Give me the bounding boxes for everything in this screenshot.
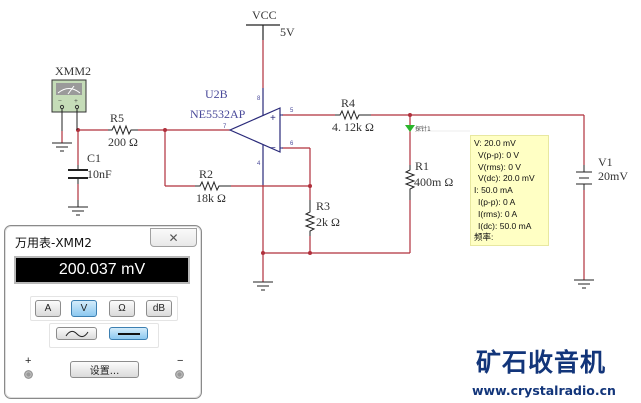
ac-wave-icon	[65, 330, 88, 337]
settings-button[interactable]: 设置...	[70, 361, 139, 378]
dc-button[interactable]	[109, 327, 148, 340]
probe-label: 探针1	[415, 125, 431, 133]
r3-value: 2k Ω	[316, 215, 340, 229]
pin-8: 8	[257, 96, 261, 102]
ground-icon	[52, 142, 72, 152]
reading-display: 200.037 mV	[14, 256, 190, 284]
positive-terminal[interactable]	[24, 370, 33, 379]
v1-value: 20mV	[598, 169, 628, 183]
negative-terminal[interactable]	[175, 370, 184, 379]
close-icon: ✕	[168, 230, 179, 245]
vcc-symbol[interactable]: VCC 5V	[246, 8, 295, 40]
r2-value: 18k Ω	[196, 191, 226, 205]
junctions	[76, 113, 412, 255]
opamp-u2b[interactable]: + − U2B NE5532AP 8 7 5 6 4	[190, 87, 294, 185]
r4-ref: R4	[341, 96, 355, 110]
r5-value: 200 Ω	[108, 135, 138, 149]
ground-icons	[52, 142, 594, 291]
svg-text:+: +	[270, 113, 276, 124]
probe-line: I(dc): 50.0 mA	[478, 220, 532, 231]
resistor-r3[interactable]: R3 2k Ω	[304, 199, 340, 236]
plus-sign: +	[25, 355, 32, 367]
ground-icon	[253, 281, 273, 291]
capacitor-c1[interactable]: C1 10nF	[68, 151, 112, 184]
pin-4: 4	[257, 161, 261, 167]
resistor-r5[interactable]: R5 200 Ω	[108, 111, 138, 149]
probe-line: I(p-p): 0 A	[478, 196, 516, 207]
mode-button-db[interactable]: dB	[146, 300, 172, 317]
r1-ref: R1	[415, 159, 429, 173]
mode-button-ampere[interactable]: A	[35, 300, 61, 317]
r4-value: 4. 12k Ω	[332, 120, 374, 134]
probe-line: V: 20.0 mV	[474, 138, 516, 148]
vcc-value: 5V	[280, 25, 295, 39]
c1-value: 10nF	[87, 167, 112, 181]
svg-text:+: +	[74, 97, 78, 105]
minus-sign: −	[177, 355, 184, 367]
probe-line: V(p-p): 0 V	[478, 149, 520, 160]
wires	[61, 40, 585, 282]
ac-button[interactable]	[56, 327, 97, 340]
probe-line: V(dc): 20.0 mV	[478, 173, 535, 184]
probe-line: 频率:	[474, 232, 494, 243]
r1-value: 400m Ω	[414, 175, 453, 189]
dc-line-icon	[117, 332, 140, 335]
ground-icon	[574, 279, 594, 289]
opamp-model: NE5532AP	[190, 107, 246, 121]
close-button[interactable]: ✕	[150, 228, 197, 247]
probe-line: I(rms): 0 A	[478, 208, 518, 219]
svg-text:−: −	[270, 143, 276, 154]
probe-line: I: 50.0 mA	[474, 185, 513, 196]
probe-marker[interactable]: 探针1	[405, 125, 470, 133]
watermark-url: www.crystalradio.cn	[472, 383, 616, 398]
opamp-ref: U2B	[205, 87, 228, 101]
battery-v1[interactable]: V1 20mV	[576, 155, 628, 190]
c1-ref: C1	[87, 151, 101, 165]
multimeter-title: 万用表-XMM2	[15, 236, 92, 250]
multimeter-symbol-xmm2[interactable]: − + XMM2	[51, 64, 91, 131]
multimeter-window[interactable]: 万用表-XMM2 ✕ 200.037 mV A V Ω dB + − 设置...	[4, 225, 202, 399]
resistor-r1[interactable]: R1 400m Ω	[404, 159, 453, 200]
probe-line: V(rms): 0 V	[478, 161, 521, 172]
ground-icon	[68, 200, 88, 216]
vcc-label: VCC	[252, 8, 277, 22]
pin-6: 6	[290, 141, 294, 147]
mode-button-ohm[interactable]: Ω	[109, 300, 135, 317]
r3-ref: R3	[316, 199, 330, 213]
r2-ref: R2	[199, 167, 213, 181]
r5-ref: R5	[110, 111, 124, 125]
mode-group	[30, 296, 178, 321]
signal-group	[49, 323, 159, 348]
xmm-ref: XMM2	[55, 64, 91, 78]
resistor-r2[interactable]: R2 18k Ω	[195, 167, 231, 205]
svg-text:−: −	[58, 97, 62, 105]
pin-7: 7	[223, 124, 227, 130]
resistor-r4[interactable]: R4 4. 12k Ω	[332, 96, 374, 134]
mode-button-volt[interactable]: V	[71, 300, 97, 317]
watermark-logo: 矿石收音机	[476, 348, 607, 377]
v1-ref: V1	[598, 155, 613, 169]
pin-5: 5	[290, 108, 294, 114]
